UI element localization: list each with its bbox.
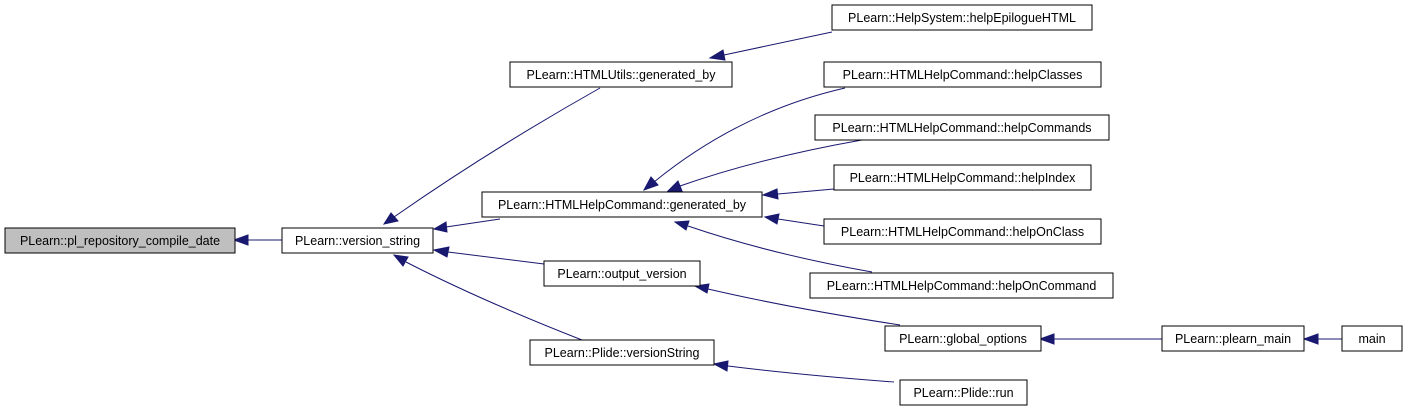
node-label: PLearn::HTMLHelpCommand::helpOnCommand bbox=[827, 279, 1097, 293]
node-global-options[interactable]: PLearn::global_options bbox=[884, 325, 1042, 352]
node-label: PLearn::Plide::versionString bbox=[545, 346, 700, 360]
edge-help-index-to-htmlhelp-generated-by bbox=[761, 188, 835, 200]
node-help-index[interactable]: PLearn::HTMLHelpCommand::helpIndex bbox=[833, 164, 1092, 191]
node-help-commands[interactable]: PLearn::HTMLHelpCommand::helpCommands bbox=[814, 114, 1110, 141]
node-label: PLearn::HTMLHelpCommand::generated_by bbox=[498, 198, 747, 212]
node-main[interactable]: main bbox=[1341, 325, 1403, 352]
edge-version-string-to-root bbox=[232, 234, 282, 246]
edge-main-to-plearn-main bbox=[1302, 333, 1342, 345]
edge-plide-run-to-plide-versionstring bbox=[712, 360, 895, 383]
node-htmlutils-generated-by[interactable]: PLearn::HTMLUtils::generated_by bbox=[509, 61, 733, 88]
edge-help-classes-to-htmlhelp-generated-by bbox=[642, 87, 846, 191]
node-label: PLearn::HTMLHelpCommand::helpOnClass bbox=[841, 225, 1084, 239]
edge-output-version-to-version-string bbox=[432, 246, 545, 265]
node-label: PLearn::pl_repository_compile_date bbox=[20, 234, 220, 248]
node-label: PLearn::plearn_main bbox=[1175, 332, 1291, 346]
edge-help-commands-to-htmlhelp-generated-by bbox=[666, 139, 863, 192]
node-plearn-main[interactable]: PLearn::plearn_main bbox=[1161, 325, 1305, 352]
edge-htmlhelp-generated-by-to-version-string bbox=[432, 218, 501, 233]
node-help-oncommand[interactable]: PLearn::HTMLHelpCommand::helpOnCommand bbox=[809, 272, 1114, 299]
node-output-version[interactable]: PLearn::output_version bbox=[543, 260, 701, 287]
edge-help-epilogue-to-htmlutils-generated-by bbox=[708, 31, 833, 61]
edge-plide-versionstring-to-version-string bbox=[392, 254, 583, 341]
edges bbox=[232, 31, 1342, 383]
edge-htmlutils-generated-by-to-version-string bbox=[382, 87, 601, 225]
node-label: PLearn::version_string bbox=[295, 234, 420, 248]
node-label: PLearn::global_options bbox=[899, 332, 1027, 346]
node-plide-run[interactable]: PLearn::Plide::run bbox=[899, 379, 1028, 406]
node-help-onclass[interactable]: PLearn::HTMLHelpCommand::helpOnClass bbox=[823, 218, 1102, 245]
node-label: PLearn::HelpSystem::helpEpilogueHTML bbox=[848, 11, 1076, 25]
nodes: PLearn::pl_repository_compile_date PLear… bbox=[4, 4, 1403, 406]
node-help-classes[interactable]: PLearn::HTMLHelpCommand::helpClasses bbox=[823, 61, 1102, 88]
edge-plearn-main-to-global-options bbox=[1038, 333, 1162, 345]
node-label: PLearn::output_version bbox=[557, 267, 686, 281]
node-plide-versionstring[interactable]: PLearn::Plide::versionString bbox=[529, 339, 715, 366]
edge-help-onclass-to-htmlhelp-generated-by bbox=[763, 213, 825, 227]
node-label: PLearn::HTMLHelpCommand::helpClasses bbox=[843, 68, 1083, 82]
node-pl-repository-compile-date[interactable]: PLearn::pl_repository_compile_date bbox=[4, 227, 236, 254]
node-label: PLearn::HTMLUtils::generated_by bbox=[527, 68, 717, 82]
node-htmlhelp-generated-by[interactable]: PLearn::HTMLHelpCommand::generated_by bbox=[481, 191, 763, 218]
node-label: main bbox=[1358, 332, 1385, 346]
node-label: PLearn::HTMLHelpCommand::helpCommands bbox=[832, 121, 1091, 135]
node-version-string[interactable]: PLearn::version_string bbox=[281, 227, 434, 254]
edge-help-oncommand-to-htmlhelp-generated-by bbox=[673, 220, 873, 273]
node-help-epilogue-html[interactable]: PLearn::HelpSystem::helpEpilogueHTML bbox=[831, 4, 1093, 31]
node-label: PLearn::HTMLHelpCommand::helpIndex bbox=[850, 171, 1077, 185]
node-label: PLearn::Plide::run bbox=[913, 386, 1013, 400]
